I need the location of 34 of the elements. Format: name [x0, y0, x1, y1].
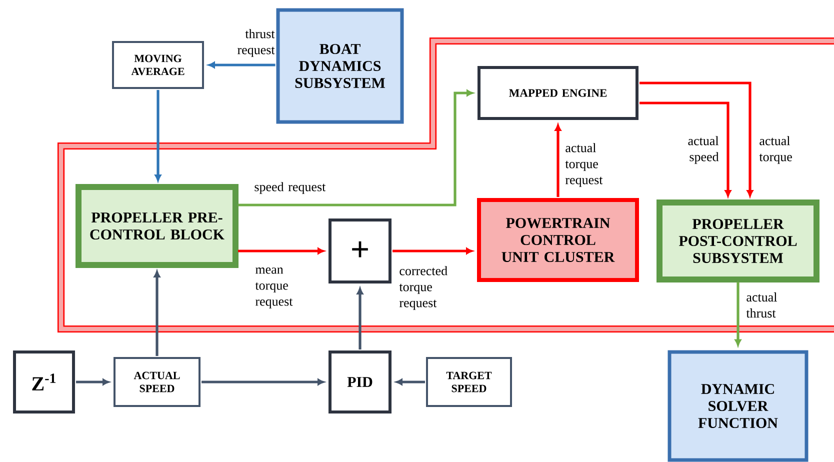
- edge-label: actual torque: [759, 136, 792, 164]
- edge-label: corrected torque request: [399, 266, 448, 310]
- arrow: [154, 90, 162, 182]
- process-box: PROPELLER POST-CONTROL SUBSYSTEM: [656, 200, 820, 282]
- delay-block: Z$^{-1}$: [13, 350, 75, 414]
- arrow: [154, 270, 160, 356]
- arrow: [640, 102, 732, 197]
- process-box: MAPPED ENGINE: [478, 66, 638, 120]
- arrow: [554, 124, 562, 197]
- process-box: ACTUAL SPEED: [114, 357, 200, 407]
- edge-label: thrust request: [238, 29, 275, 57]
- edge-label: speed request: [254, 182, 326, 194]
- arrow: [356, 288, 364, 350]
- arrow: [238, 90, 474, 206]
- arrow: [640, 82, 754, 197]
- process-box: MOVING AVERAGE: [112, 41, 204, 89]
- process-box: TARGET SPEED: [426, 357, 512, 407]
- arrow: [396, 378, 425, 386]
- arrow: [392, 248, 473, 254]
- edge-label: mean torque request: [255, 268, 293, 308]
- arrow: [76, 378, 110, 386]
- process-box: BOAT DYNAMICS SUBSYSTEM: [276, 8, 404, 124]
- edge-label: actual torque request: [565, 143, 603, 187]
- arrow: [208, 62, 276, 68]
- arrow: [202, 378, 324, 386]
- process-box: DYNAMIC SOLVER FUNCTION: [668, 350, 808, 462]
- edge-label: actual speed: [688, 136, 719, 164]
- arrow: [238, 248, 324, 254]
- edge-label: actual thrust: [746, 292, 777, 318]
- process-box: PROPELLER PRE-CONTROL BLOCK: [76, 184, 238, 268]
- process-box: PID: [328, 350, 392, 414]
- arrow: [734, 282, 742, 346]
- summing-block: +: [328, 218, 392, 284]
- process-box: POWERTRAIN CONTROL UNIT CLUSTER: [477, 198, 639, 282]
